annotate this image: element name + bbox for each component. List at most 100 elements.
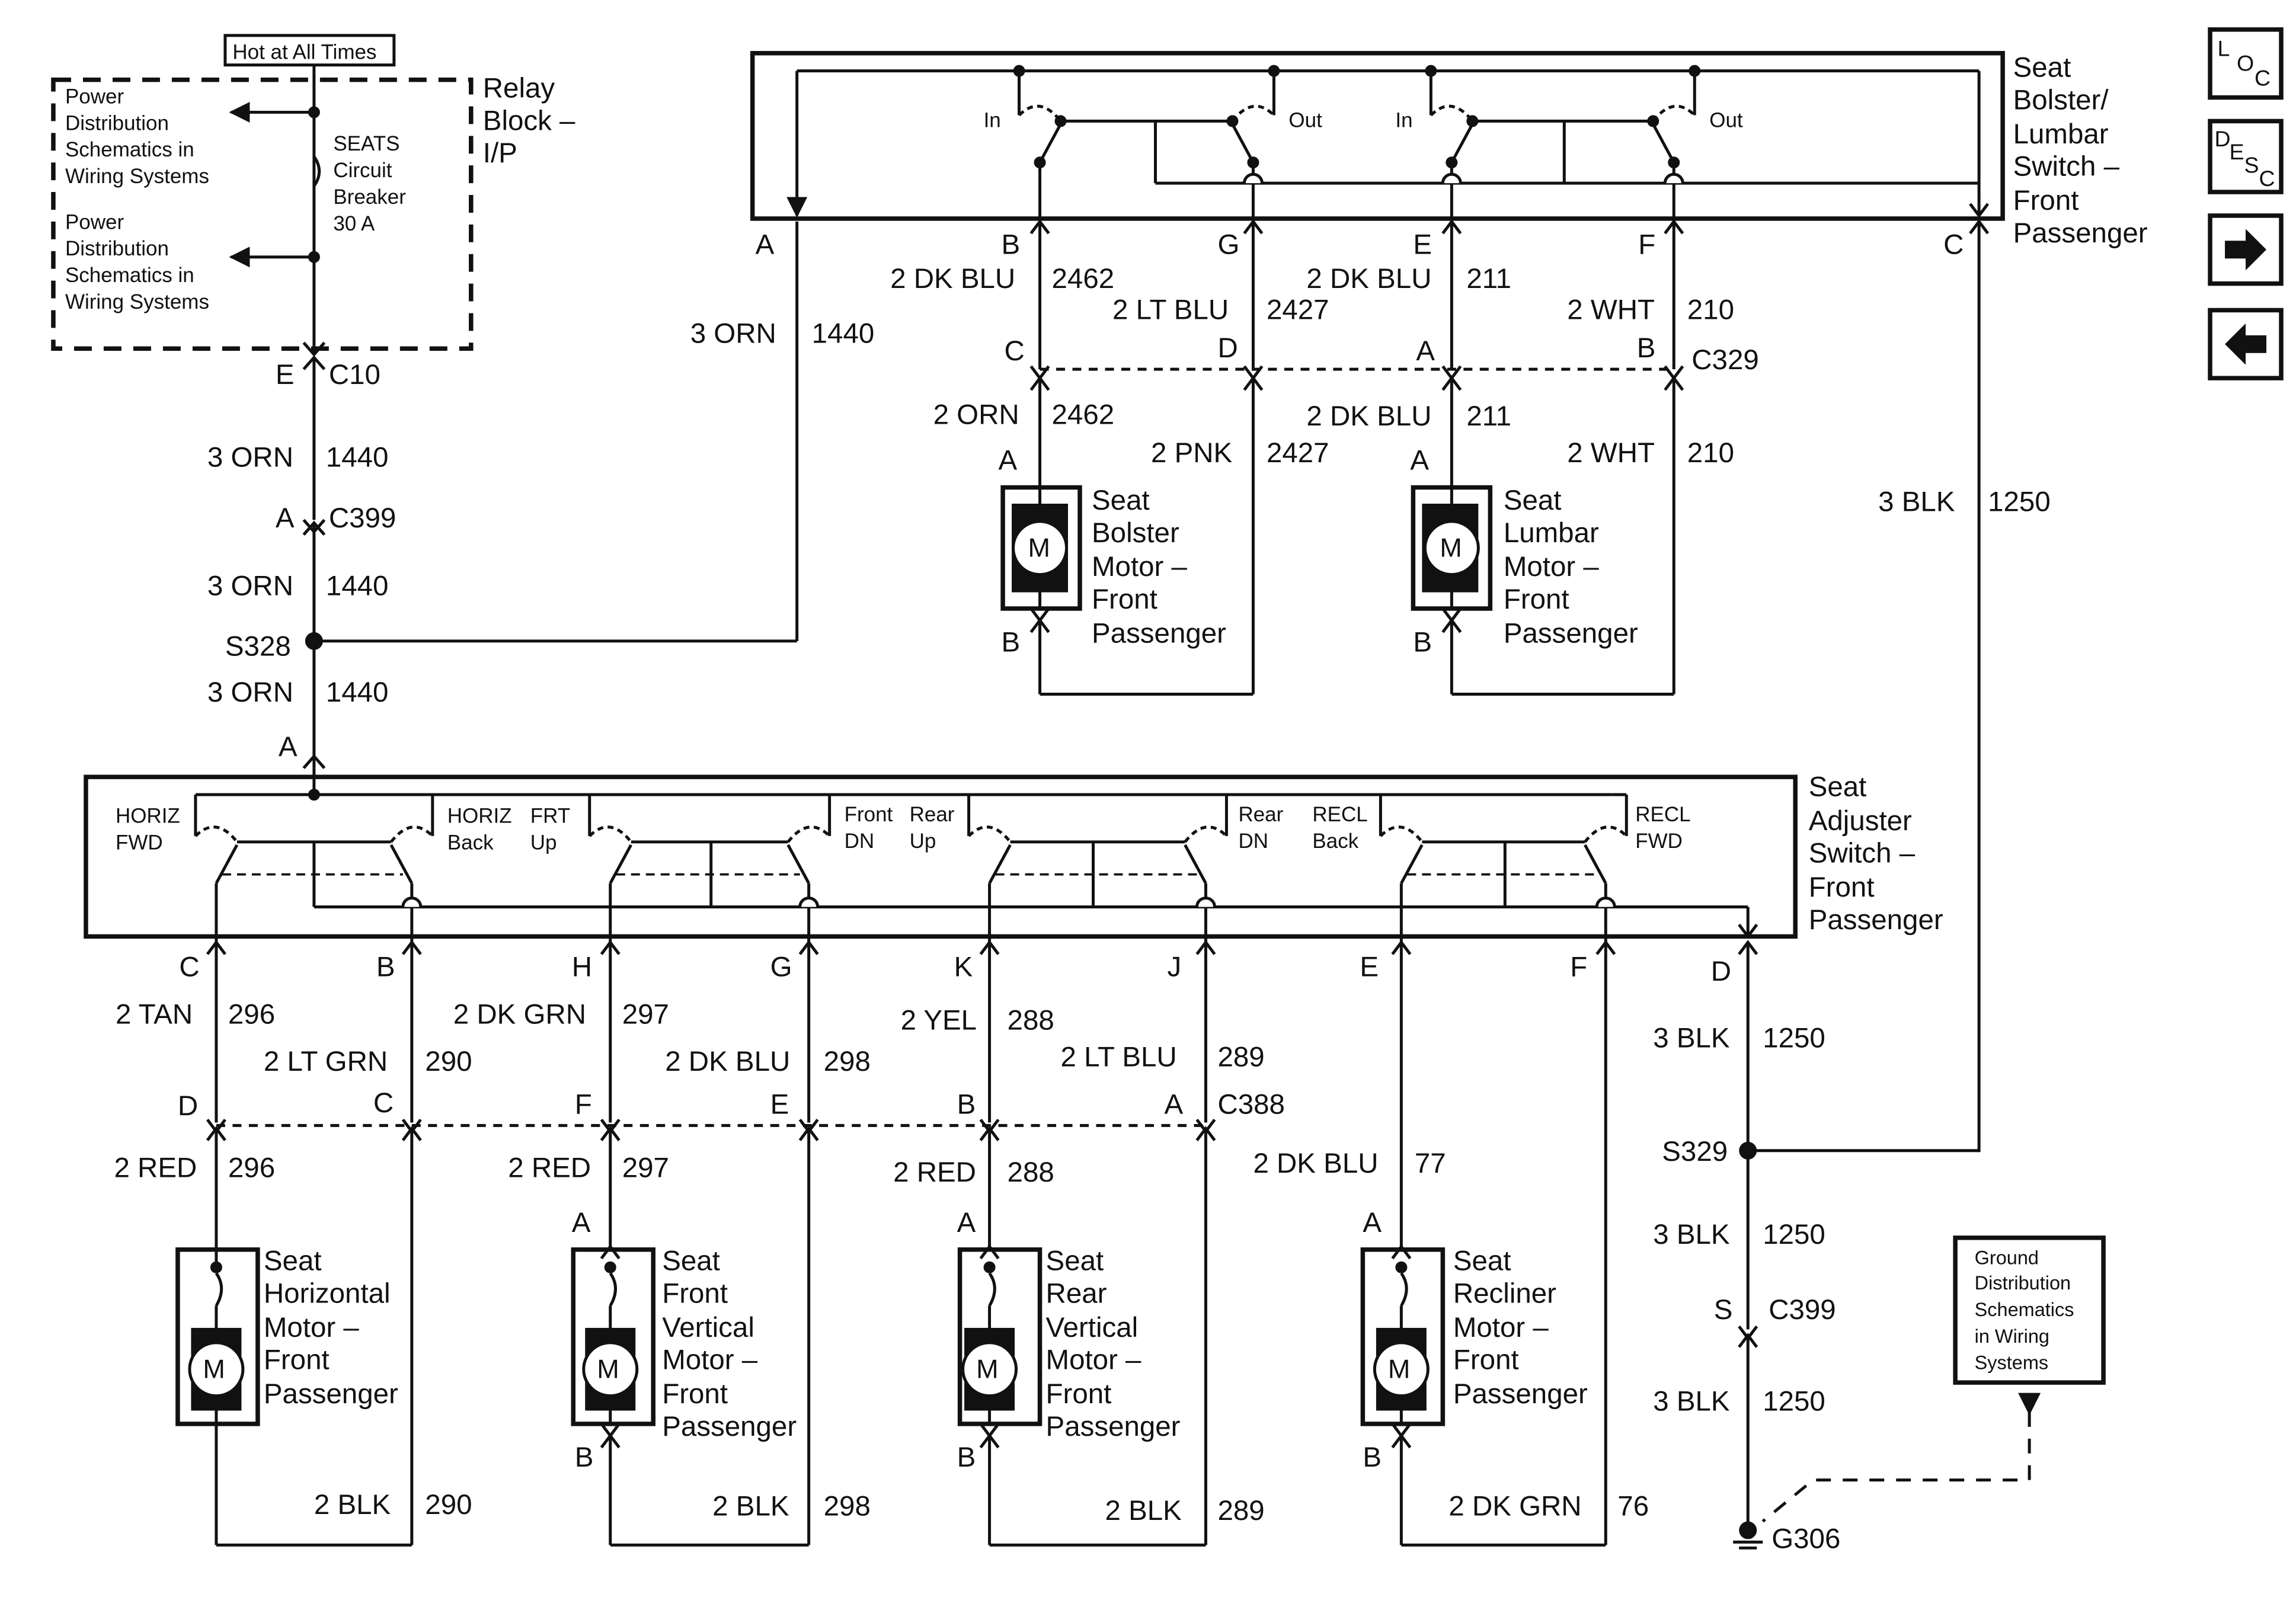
ground-w1-color: 3 BLK — [1653, 1022, 1730, 1054]
rear-vertical-pin-b: B — [957, 1442, 976, 1473]
wire-c2-circuit: 296 — [228, 1153, 275, 1184]
c329-connector: C329 — [1691, 344, 1758, 376]
wire-h-circuit: 297 — [622, 998, 669, 1030]
prev-page-button[interactable] — [2208, 308, 2284, 380]
c10-pin: E — [276, 359, 295, 391]
pd-ref-bottom-1: Power — [65, 210, 124, 233]
pd-ref-top-4: Wiring Systems — [65, 165, 209, 188]
wire-c-color: 2 TAN — [116, 998, 193, 1030]
adjuster-pin-b: B — [376, 952, 395, 983]
recliner-name-1: Seat — [1453, 1246, 1511, 1277]
ground-upper-color: 3 BLK — [1878, 486, 1955, 518]
bolster-lumbar-switch — [750, 50, 2005, 222]
lumbar-motor-pin-a: A — [1410, 445, 1429, 476]
rear-vertical-motor-symbol: M — [976, 1354, 998, 1384]
seat-adjuster-switch — [84, 768, 1798, 943]
feed-w4-color: 3 ORN — [690, 318, 776, 349]
c329-pin-b: B — [1637, 332, 1656, 364]
horiz-back-2: Back — [447, 831, 494, 854]
adjuster-pin-d: D — [1711, 956, 1731, 987]
rear-up-2: Up — [910, 830, 936, 853]
recl-fwd-1: RECL — [1635, 803, 1690, 826]
c399-connector: C399 — [329, 502, 396, 534]
front-vertical-pin-a: A — [572, 1207, 591, 1238]
front-vertical-name-1: Seat — [662, 1246, 720, 1277]
breaker-label-4: 30 A — [333, 212, 375, 235]
desc-button[interactable]: D E S C — [2208, 119, 2284, 194]
ground-w1-circuit: 1250 — [1763, 1022, 1825, 1054]
front-vertical-name-5: Front — [662, 1378, 728, 1410]
c388-connector: C388 — [1217, 1089, 1284, 1121]
ret4-color: 2 DK GRN — [1448, 1491, 1581, 1522]
pd-ref-top-1: Power — [65, 85, 124, 108]
loc-button[interactable]: L O C — [2208, 27, 2284, 100]
bolster-switch-title-2: Bolster/ — [2013, 85, 2109, 116]
bolster-motor — [1000, 485, 1253, 696]
wire-e2-color: 2 DK BLU — [1306, 401, 1431, 432]
bolster-motor-pin-b: B — [1002, 626, 1021, 658]
pd-ref-top-3: Schematics in — [65, 138, 194, 161]
recliner-pin-a: A — [1363, 1207, 1382, 1238]
rear-vertical-name-5: Front — [1046, 1378, 1112, 1410]
front-dn-1: Front — [845, 803, 893, 826]
bolster-pin-e: E — [1413, 229, 1432, 261]
wire-c2-color: 2 RED — [114, 1153, 197, 1184]
bolster-in-label: In — [984, 108, 1001, 132]
lumbar-motor-pin-b: B — [1413, 626, 1432, 658]
c10-connector: C10 — [329, 359, 380, 391]
rear-vertical-name-4: Motor – — [1046, 1345, 1142, 1376]
bolster-switch-title-5: Front — [2013, 185, 2079, 216]
svg-text:E: E — [2230, 139, 2244, 164]
horizontal-motor-name-4: Front — [264, 1345, 330, 1376]
c388-pin-e: E — [770, 1089, 789, 1121]
adjuster-pin-e: E — [1360, 952, 1379, 983]
c388-pin-c: C — [373, 1087, 394, 1119]
relay-block-title-1: Relay — [483, 73, 555, 104]
ret2-circuit: 298 — [824, 1491, 871, 1522]
ret3-circuit: 289 — [1217, 1495, 1264, 1526]
wire-g-lower-circuit: 298 — [824, 1046, 871, 1077]
gd-ref-2: Distribution — [1975, 1272, 2071, 1294]
frt-up-1: FRT — [530, 804, 570, 827]
wire-h-color: 2 DK GRN — [453, 998, 586, 1030]
wire-g2-circuit: 2427 — [1267, 437, 1329, 469]
horiz-back-1: HORIZ — [447, 804, 512, 827]
wire-k-circuit: 288 — [1008, 1004, 1054, 1036]
horiz-fwd-2: FWD — [116, 831, 163, 854]
horizontal-motor-symbol: M — [203, 1354, 225, 1384]
rear-vertical-name-1: Seat — [1046, 1246, 1104, 1277]
rear-dn-2: DN — [1238, 830, 1268, 853]
recliner-motor-symbol: M — [1388, 1354, 1410, 1384]
front-vertical-pin-b: B — [575, 1442, 594, 1473]
next-page-button[interactable] — [2208, 213, 2284, 286]
svg-text:C: C — [2259, 166, 2275, 191]
gd-ref-1: Ground — [1975, 1247, 2039, 1269]
pd-ref-bottom-2: Distribution — [65, 237, 169, 260]
gd-ref-3: Schematics — [1975, 1299, 2074, 1320]
ret3-color: 2 BLK — [1105, 1495, 1182, 1526]
horizontal-motor-name-5: Passenger — [264, 1378, 398, 1410]
rear-vertical-name-6: Passenger — [1046, 1411, 1181, 1442]
recliner-name-2: Recliner — [1453, 1278, 1556, 1310]
lumbar-motor-name-3: Motor – — [1504, 551, 1600, 582]
bolster-motor-name-5: Passenger — [1092, 617, 1226, 649]
recliner-name-4: Front — [1453, 1345, 1519, 1376]
horizontal-motor — [175, 1247, 412, 1547]
lumbar-motor-name-4: Front — [1504, 584, 1569, 615]
ret1-color: 2 BLK — [314, 1489, 391, 1521]
horizontal-motor-name-2: Horizontal — [264, 1278, 391, 1310]
adjuster-title-4: Front — [1809, 872, 1875, 903]
bolster-motor-name-4: Front — [1092, 584, 1157, 615]
wire-f-circuit: 210 — [1687, 294, 1734, 325]
c388-pin-f: F — [575, 1089, 592, 1121]
recl-back-2: Back — [1312, 830, 1358, 853]
wire-g-circuit: 2427 — [1267, 294, 1329, 325]
adjuster-pin-h: H — [572, 952, 592, 983]
lumbar-motor-name-1: Seat — [1504, 485, 1562, 516]
recl-back-1: RECL — [1312, 803, 1367, 826]
breaker-label-3: Breaker — [333, 185, 406, 209]
adjuster-title-1: Seat — [1809, 772, 1867, 803]
splice-s328: S328 — [225, 631, 291, 662]
feed-w2-circuit: 1440 — [326, 571, 389, 602]
